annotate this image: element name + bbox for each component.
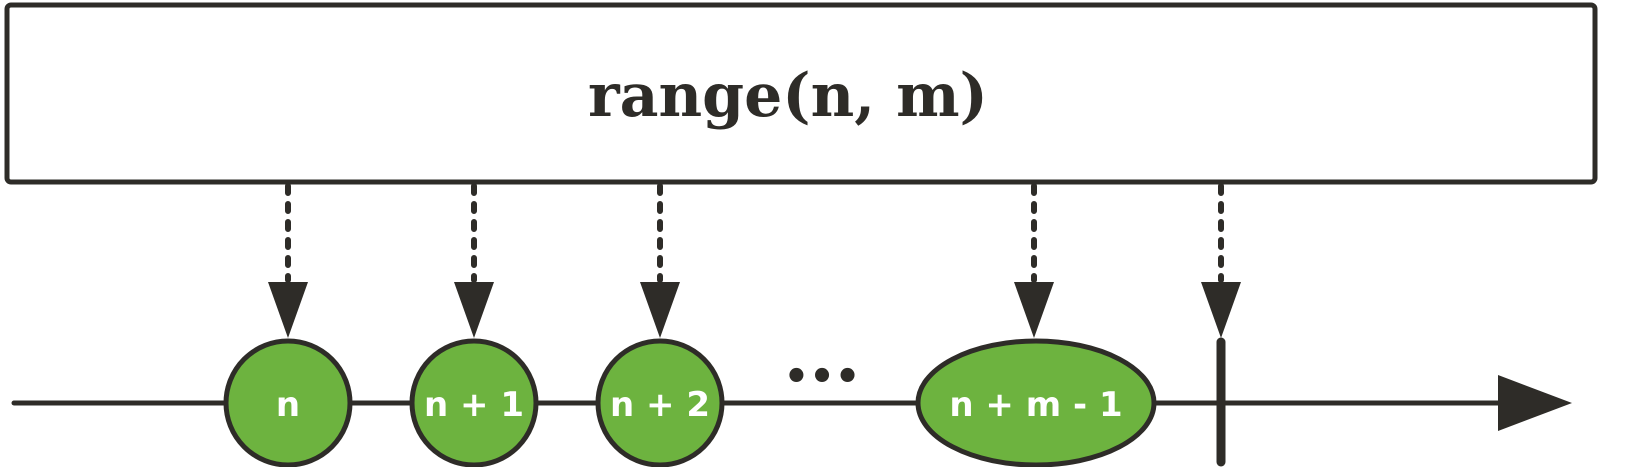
ellipsis: ••• — [784, 354, 861, 400]
marble-label: n — [276, 385, 300, 425]
marble-4: n + m - 1 — [915, 338, 1157, 467]
marble-1: n — [223, 338, 353, 467]
operator-label: range(n, m) — [588, 61, 988, 131]
timeline-arrowhead — [1498, 375, 1572, 431]
marble-3: n + 2 — [595, 338, 725, 467]
marble-2: n + 1 — [409, 338, 539, 467]
emission-arrow-3 — [640, 183, 680, 338]
marble-label: n + 1 — [424, 385, 524, 425]
completion-arrow — [1201, 183, 1241, 338]
marble-label: n + 2 — [610, 385, 710, 425]
operator-box — [4, 2, 1598, 185]
marble-label: n + m - 1 — [949, 385, 1122, 425]
emission-arrow-1 — [268, 183, 308, 338]
emission-arrow-2 — [454, 183, 494, 338]
emission-arrow-4 — [1014, 183, 1054, 338]
